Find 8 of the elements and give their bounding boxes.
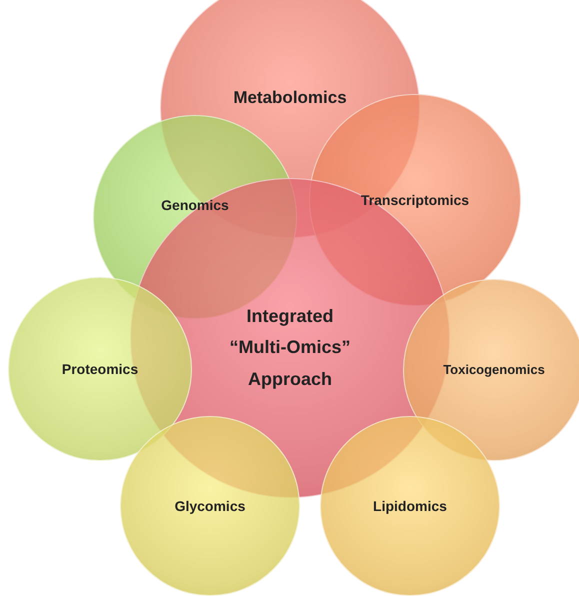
circle-label: Integrated “Multi-Omics” Approach [228, 304, 352, 391]
circle-label: Metabolomics [232, 88, 348, 108]
circle-label: Lipidomics [372, 498, 448, 514]
circle-label: Toxicogenomics [442, 362, 546, 378]
circle-label: Proteomics [60, 360, 140, 378]
circle-label: Glycomics [174, 498, 246, 514]
circle-label: Genomics [160, 196, 230, 214]
circle-label: Transcriptomics [360, 192, 470, 208]
